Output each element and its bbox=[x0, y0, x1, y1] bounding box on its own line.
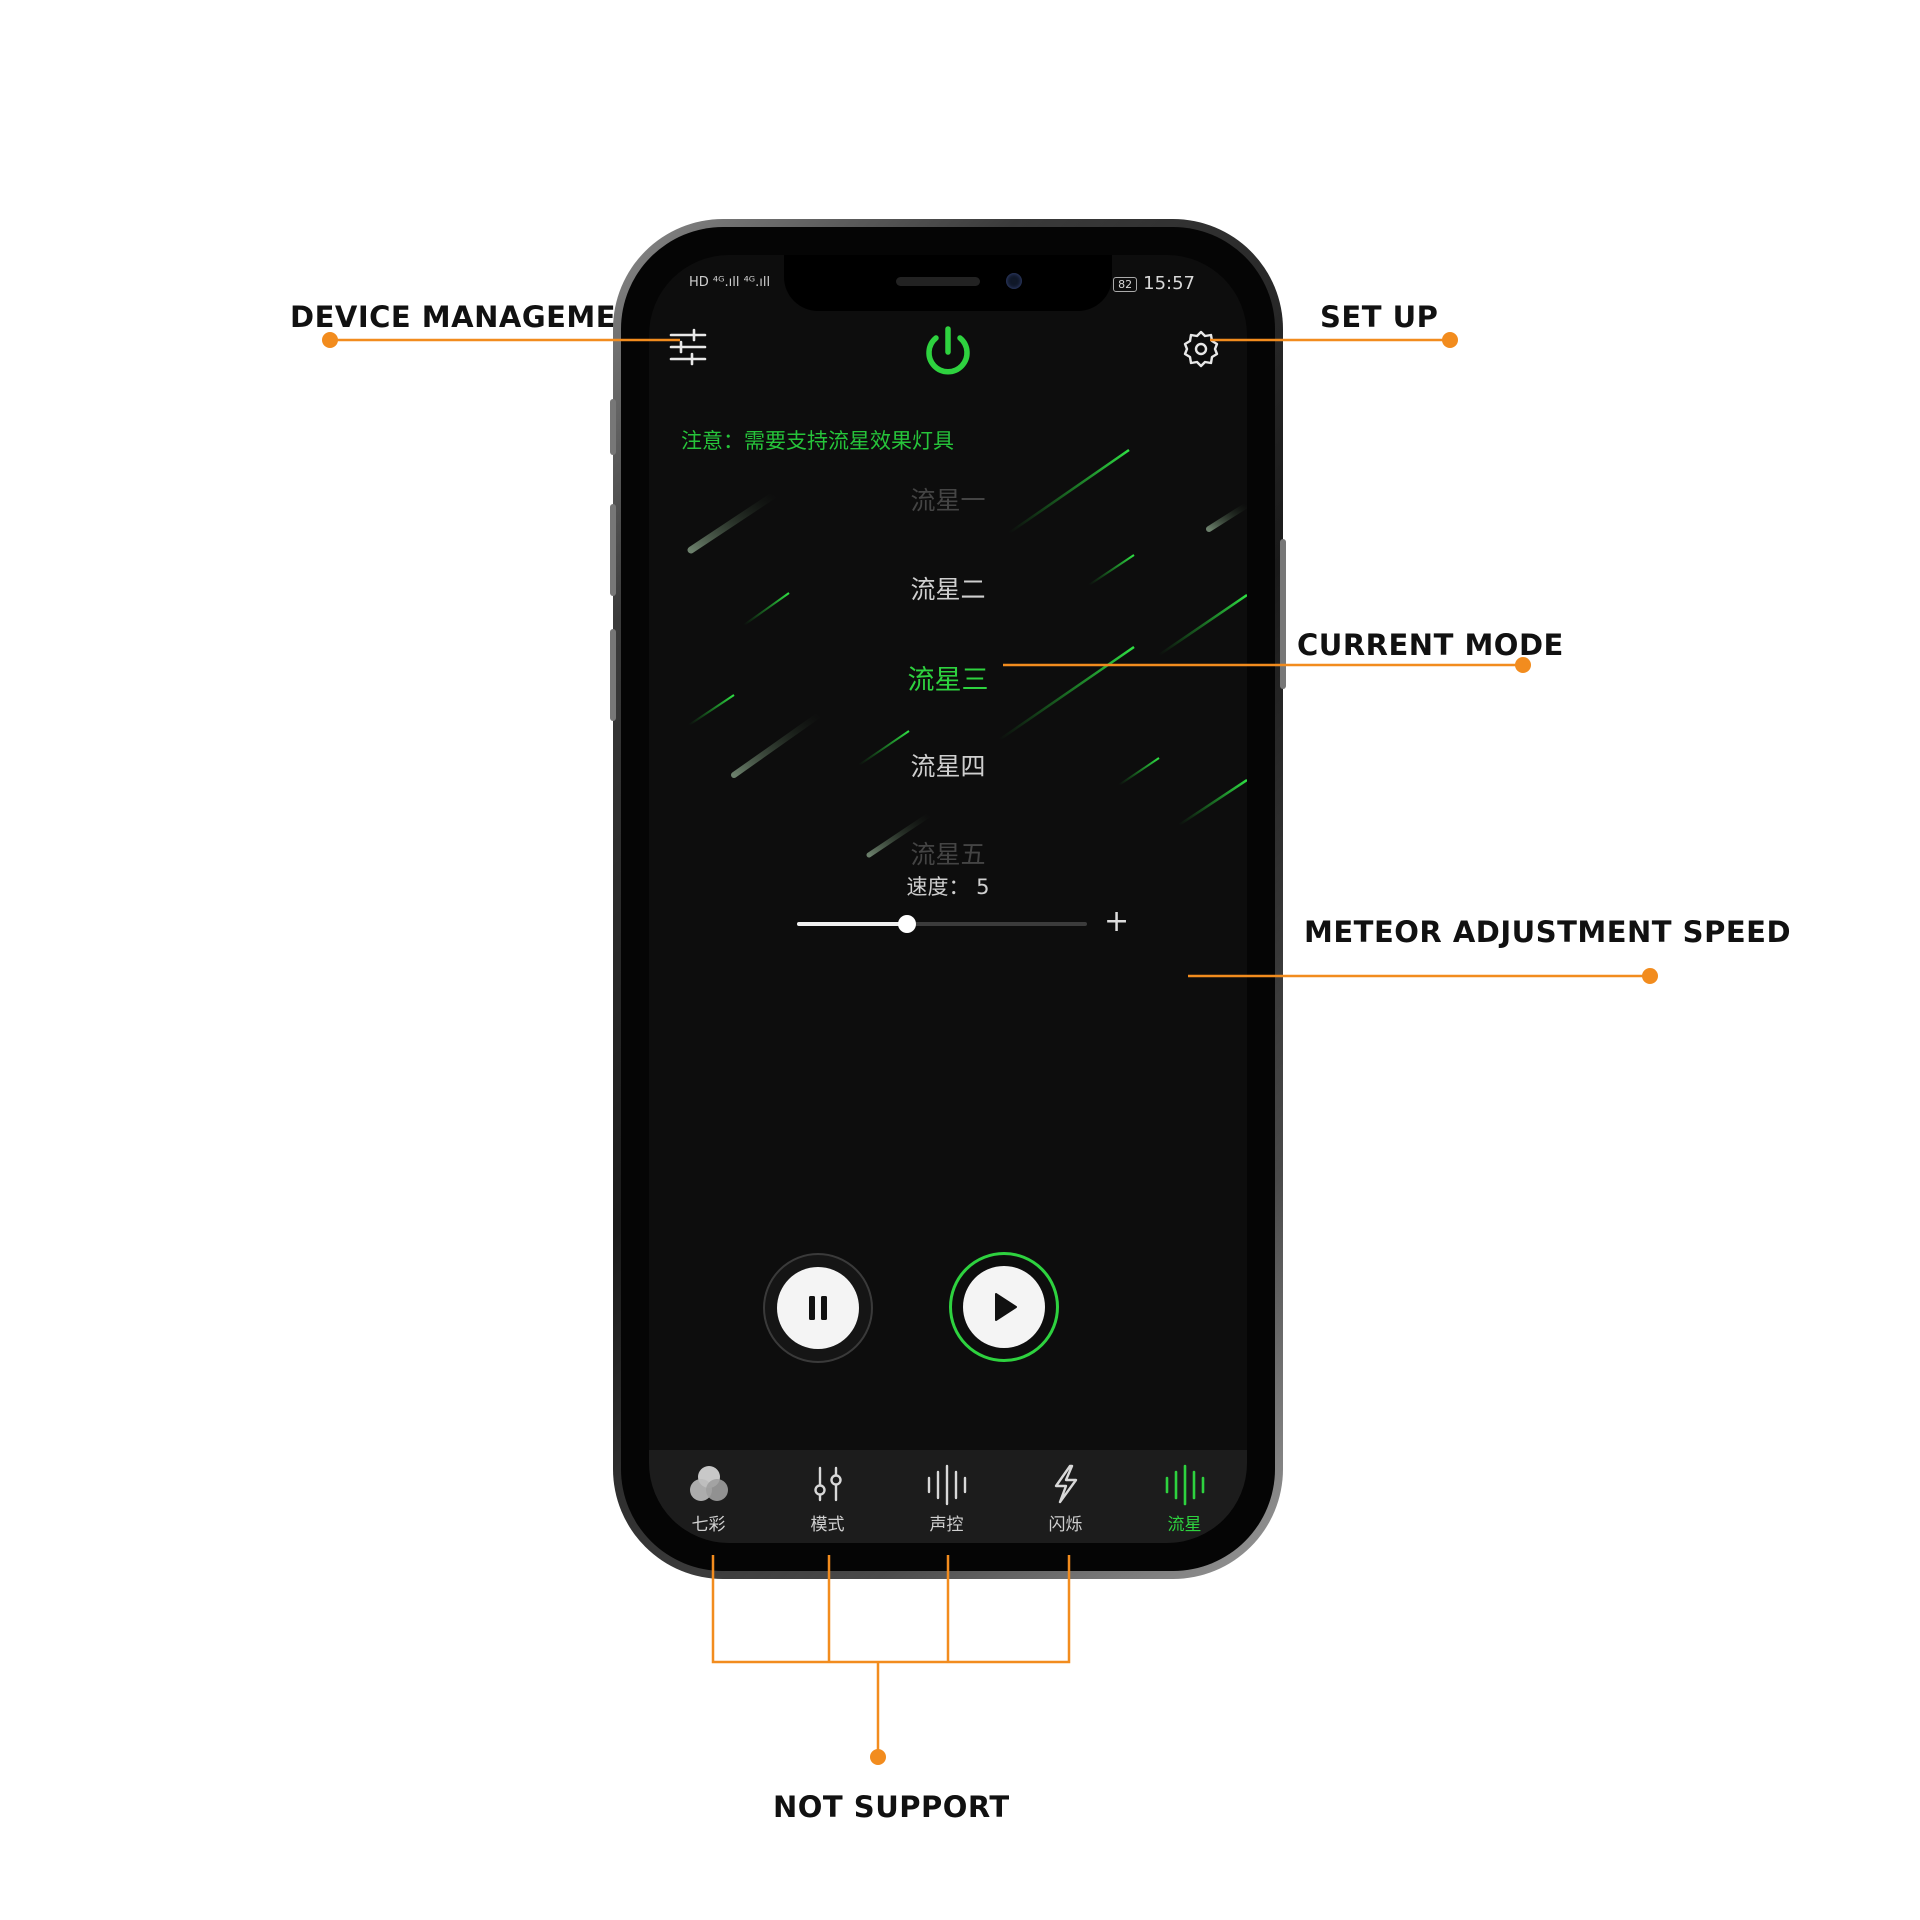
speed-slider-fill bbox=[797, 922, 908, 926]
leader-dot bbox=[322, 332, 338, 348]
tab-label: 声控 bbox=[929, 1515, 964, 1535]
mode-option-2[interactable]: 流星二 bbox=[910, 575, 986, 604]
phone-volume-down bbox=[610, 629, 616, 721]
tab-label: 模式 bbox=[810, 1515, 845, 1535]
tab-colorful[interactable]: 七彩 bbox=[649, 1450, 768, 1543]
mode-option-1[interactable]: 流星一 bbox=[910, 486, 986, 515]
power-button[interactable] bbox=[917, 322, 979, 384]
tab-sound[interactable]: 声控 bbox=[887, 1450, 1006, 1543]
meteor-comet bbox=[731, 712, 822, 778]
callout-not-support: NOT SUPPORT bbox=[773, 1790, 1010, 1824]
mode-option-5[interactable]: 流星五 bbox=[910, 840, 986, 869]
callout-meteor-speed: METEOR ADJUSTMENT SPEED bbox=[1304, 915, 1792, 949]
play-icon bbox=[995, 1293, 1017, 1321]
speed-increase-button[interactable]: + bbox=[1104, 904, 1130, 939]
front-camera bbox=[1006, 273, 1022, 289]
tab-label: 闪烁 bbox=[1048, 1515, 1083, 1535]
tab-meteor[interactable]: 流星 bbox=[1125, 1450, 1244, 1543]
meteor-streak bbox=[1178, 778, 1247, 827]
leader-dot bbox=[870, 1749, 886, 1765]
pause-icon bbox=[809, 1296, 827, 1320]
speed-readout: 速度： 5 bbox=[649, 871, 1247, 901]
meteor-streak bbox=[998, 645, 1135, 742]
tab-label: 七彩 bbox=[691, 1515, 726, 1535]
meteor-background bbox=[687, 448, 1247, 858]
power-icon bbox=[926, 326, 970, 375]
tab-label: 流星 bbox=[1167, 1515, 1202, 1535]
phone-mute-switch bbox=[610, 399, 616, 455]
callout-device-management: DEVICE MANAGEMENT bbox=[290, 300, 662, 334]
status-time: 15:57 bbox=[1143, 273, 1195, 294]
app-screen: HD ⁴ᴳ.ıll ⁴ᴳ.ıll 82 15:57 bbox=[649, 255, 1247, 1543]
earpiece bbox=[896, 277, 980, 286]
callout-set-up: SET UP bbox=[1320, 300, 1439, 334]
mode-option-4[interactable]: 流星四 bbox=[910, 752, 986, 781]
device-management-button[interactable] bbox=[664, 323, 712, 371]
notice-text: 注意：需要支持流星效果灯具 bbox=[681, 429, 954, 453]
speed-slider[interactable] bbox=[797, 915, 1087, 933]
lightning-icon bbox=[1054, 1464, 1077, 1504]
tab-mode[interactable]: 模式 bbox=[768, 1450, 887, 1543]
sound-wave-icon bbox=[927, 1464, 966, 1506]
speed-value: 5 bbox=[976, 875, 990, 899]
leader-dot bbox=[1442, 332, 1458, 348]
phone-volume-up bbox=[610, 504, 616, 596]
meteor-streak bbox=[743, 592, 790, 626]
meteor-comet bbox=[687, 491, 778, 554]
meteor-streak bbox=[1088, 554, 1135, 586]
mode-option-3-current[interactable]: 流星三 bbox=[907, 665, 989, 696]
tab-flash[interactable]: 闪烁 bbox=[1006, 1450, 1125, 1543]
status-right: 82 15:57 bbox=[1113, 273, 1195, 294]
leader-dot bbox=[1642, 968, 1658, 984]
meteor-streak bbox=[1008, 448, 1130, 535]
meteor-streak bbox=[688, 694, 735, 726]
bottom-tab-bar: 七彩 模式 bbox=[649, 1450, 1247, 1543]
status-signal: HD ⁴ᴳ.ıll ⁴ᴳ.ıll bbox=[689, 275, 771, 290]
sliders-icon bbox=[669, 328, 707, 366]
battery-level: 82 bbox=[1113, 276, 1138, 292]
color-circles-icon bbox=[689, 1466, 728, 1501]
meteor-wave-icon bbox=[1165, 1464, 1204, 1506]
phone-power-side bbox=[1280, 539, 1286, 689]
speed-label: 速度： bbox=[906, 875, 970, 899]
meteor-streak bbox=[1118, 757, 1160, 786]
pause-button[interactable] bbox=[763, 1253, 873, 1363]
meteor-streak bbox=[1158, 593, 1247, 657]
speed-slider-thumb[interactable] bbox=[898, 915, 917, 933]
play-button[interactable] bbox=[949, 1252, 1059, 1362]
gear-icon bbox=[1183, 330, 1219, 368]
notch bbox=[784, 255, 1112, 311]
mode-sliders-icon bbox=[813, 1466, 842, 1502]
meteor-comet bbox=[866, 812, 932, 858]
meteor-streak bbox=[858, 730, 910, 766]
callout-current-mode: CURRENT MODE bbox=[1297, 628, 1564, 662]
meteor-comet bbox=[1206, 502, 1247, 532]
phone-frame: HD ⁴ᴳ.ıll ⁴ᴳ.ıll 82 15:57 bbox=[610, 219, 1286, 1579]
settings-button[interactable] bbox=[1179, 327, 1223, 371]
